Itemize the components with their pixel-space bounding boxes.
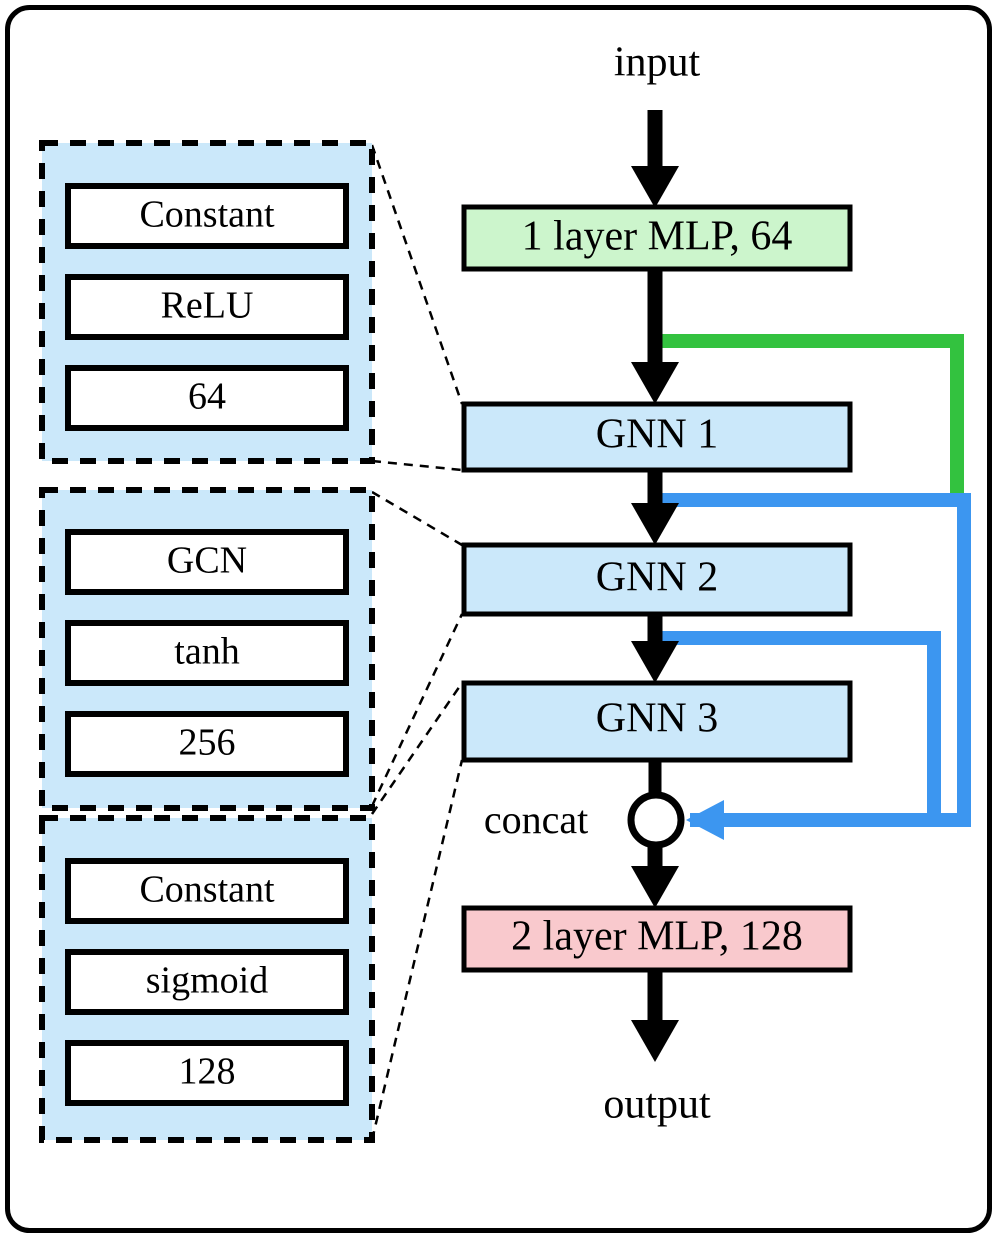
detail-row-label: ReLU — [161, 285, 254, 327]
leader-lines — [370, 144, 464, 1141]
detail-row-label: Constant — [139, 869, 275, 911]
flow-arrows — [631, 110, 679, 1062]
detail-row-label: GCN — [167, 540, 247, 582]
skip-connection-blue — [662, 493, 971, 840]
detail-row-box[interactable] — [65, 183, 349, 249]
detail-row-box[interactable] — [65, 529, 349, 595]
detail-row-label: 64 — [188, 376, 226, 418]
leader-panel1-top — [370, 144, 464, 405]
stage-post-mlp[interactable]: 2 layer MLP, 128 — [461, 905, 853, 973]
stage-label-pre-mlp: 1 layer MLP, 64 — [522, 214, 793, 260]
stage-pre-mlp[interactable]: 1 layer MLP, 64 — [461, 204, 853, 272]
concat-label: concat — [484, 797, 588, 842]
stage-box-gnn-3[interactable] — [461, 680, 853, 763]
output-label: output — [603, 1082, 711, 1128]
stage-label-post-mlp: 2 layer MLP, 128 — [511, 914, 803, 960]
stage-box-pre-mlp[interactable] — [461, 204, 853, 272]
detail-row-box[interactable] — [65, 365, 349, 431]
detail-row-label: tanh — [174, 631, 239, 673]
stage-box-gnn-1[interactable] — [461, 401, 853, 473]
skip-connection-green — [662, 334, 964, 500]
detail-panel-gnn-2[interactable]: GCN tanh 256 — [39, 487, 375, 811]
detail-panel-gnn-1[interactable]: Constant ReLU 64 — [39, 140, 375, 464]
leader-panel2-bottom — [370, 613, 464, 807]
stage-label-gnn-3: GNN 3 — [596, 696, 719, 742]
stage-label-gnn-2: GNN 2 — [596, 555, 719, 601]
detail-row-box[interactable] — [65, 711, 349, 777]
detail-panel-gnn-3[interactable]: Constant sigmoid 128 — [39, 815, 375, 1143]
detail-row-label: sigmoid — [146, 960, 268, 1002]
detail-row-label: 128 — [179, 1051, 236, 1093]
detail-row-box[interactable] — [65, 274, 349, 340]
stage-label-gnn-1: GNN 1 — [596, 412, 719, 458]
detail-row-label: 256 — [179, 722, 236, 764]
detail-row-label: Constant — [139, 194, 275, 236]
leader-panel3-top — [370, 682, 464, 815]
input-label: input — [614, 40, 701, 86]
detail-row-box[interactable] — [65, 1040, 349, 1106]
leader-panel2-top — [371, 490, 463, 547]
concat-node[interactable]: concat — [484, 791, 685, 849]
stage-box-post-mlp[interactable] — [461, 905, 853, 973]
detail-row-box[interactable] — [65, 858, 349, 924]
stage-box-gnn-2[interactable] — [461, 542, 853, 617]
concat-circle[interactable] — [627, 791, 685, 849]
detail-row-box[interactable] — [65, 620, 349, 686]
leader-panel3-bottom — [370, 759, 464, 1141]
stage-gnn-1[interactable]: GNN 1 — [461, 401, 853, 473]
detail-row-box[interactable] — [65, 949, 349, 1015]
stage-gnn-3[interactable]: GNN 3 — [461, 680, 853, 763]
stage-gnn-2[interactable]: GNN 2 — [461, 542, 853, 617]
